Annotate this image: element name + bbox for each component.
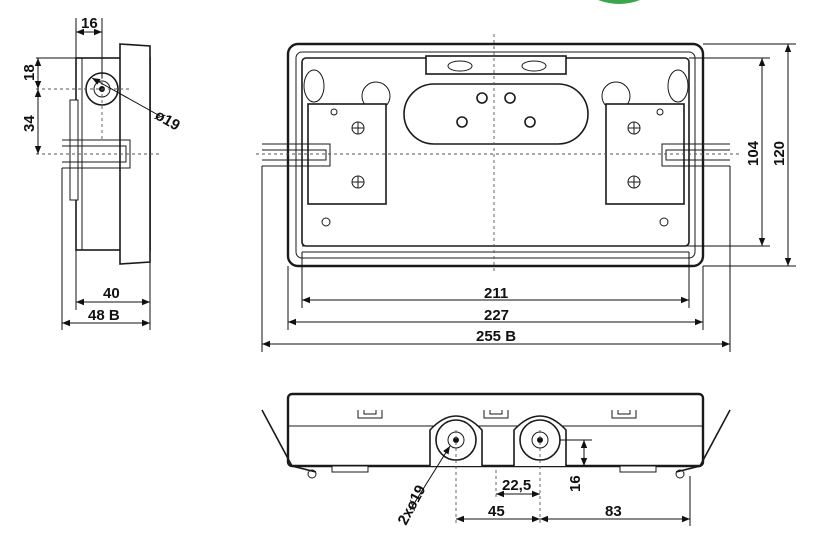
front-centre-oval [403,83,589,145]
dim-104: 104 [745,140,762,166]
dim-255b: 255 B [476,328,516,345]
dim-40: 40 [103,285,120,302]
logo-fragment [598,0,640,4]
dim-2xo19: 2xø19 [395,482,430,528]
dim-o19: ø19 [152,107,183,135]
dim-16-bottom: 16 [567,475,584,492]
front-view: 211 227 255 B 104 120 [256,34,796,352]
bottom-view: 2xø19 22,5 16 45 83 [261,392,731,528]
dim-211: 211 [484,285,508,302]
bottom-body [286,392,705,468]
dim-48b: 48 B [88,307,120,324]
dim-16: 16 [81,15,98,32]
dim-83: 83 [605,503,622,520]
dim-18: 18 [21,64,38,81]
front-outer-frame [286,42,705,268]
dim-227: 227 [484,307,509,324]
front-top-slot [425,55,567,75]
dim-22-5: 22,5 [502,477,531,494]
dim-34: 34 [21,115,38,132]
side-view: 16 18 34 ø19 40 48 B [21,15,183,330]
dim-120: 120 [771,141,788,166]
dim-45: 45 [488,503,505,520]
